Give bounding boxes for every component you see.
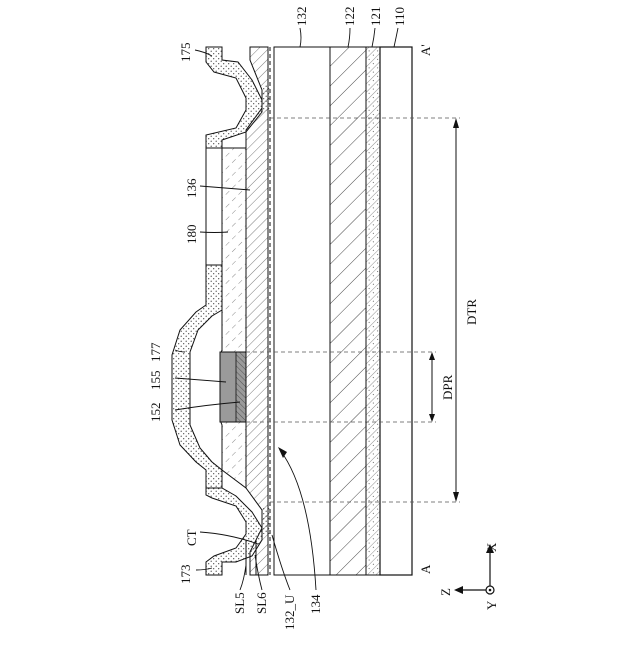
label-122: 122 (342, 7, 357, 27)
endpoint-a-prime: A' (418, 44, 433, 56)
dpr-arrow-top (429, 352, 435, 360)
dtr-arrow-top (453, 118, 459, 128)
top-outline (206, 148, 222, 265)
label-155: 155 (148, 371, 163, 391)
leader-110 (394, 28, 398, 47)
dpr-arrow-bottom (429, 414, 435, 422)
layer-110-substrate (380, 47, 412, 575)
contact-dots-top (262, 85, 270, 111)
region-dtr-label: DTR (464, 299, 479, 325)
y-axis-dot (489, 589, 492, 592)
label-121: 121 (368, 7, 383, 27)
layer-122 (330, 47, 366, 575)
gate-insulator-152 (236, 352, 246, 422)
contact-dots-bottom (262, 508, 270, 534)
layer-180 (220, 148, 246, 488)
label-175: 175 (178, 43, 193, 63)
label-sl6: SL6 (254, 592, 269, 614)
layer-121 (366, 47, 380, 575)
label-180: 180 (184, 225, 199, 245)
label-134: 134 (308, 594, 323, 614)
axis-x-label: X (484, 542, 499, 552)
leader-sl5 (240, 565, 246, 590)
label-ct: CT (184, 529, 199, 546)
z-axis-arrowhead (454, 586, 463, 594)
label-132u: 132_U (282, 594, 297, 630)
dtr-arrow-bottom (453, 492, 459, 502)
label-177: 177 (148, 342, 163, 362)
label-sl5: SL5 (232, 592, 247, 614)
axis-indicator: X Z Y (438, 542, 499, 610)
region-dpr-label: DPR (440, 374, 455, 400)
axis-y-label: Y (484, 600, 499, 610)
leader-180 (200, 232, 228, 233)
label-152: 152 (148, 403, 163, 423)
label-132: 132 (294, 7, 309, 27)
layer-132 (274, 47, 330, 575)
leader-122 (348, 28, 350, 47)
leader-132 (300, 28, 301, 47)
leader-121 (372, 28, 375, 47)
label-173: 173 (178, 565, 193, 585)
label-136: 136 (184, 178, 199, 198)
layer-177-raised-section (172, 265, 222, 488)
label-110: 110 (392, 7, 407, 26)
endpoint-a: A (418, 564, 433, 574)
axis-z-label: Z (438, 588, 453, 596)
